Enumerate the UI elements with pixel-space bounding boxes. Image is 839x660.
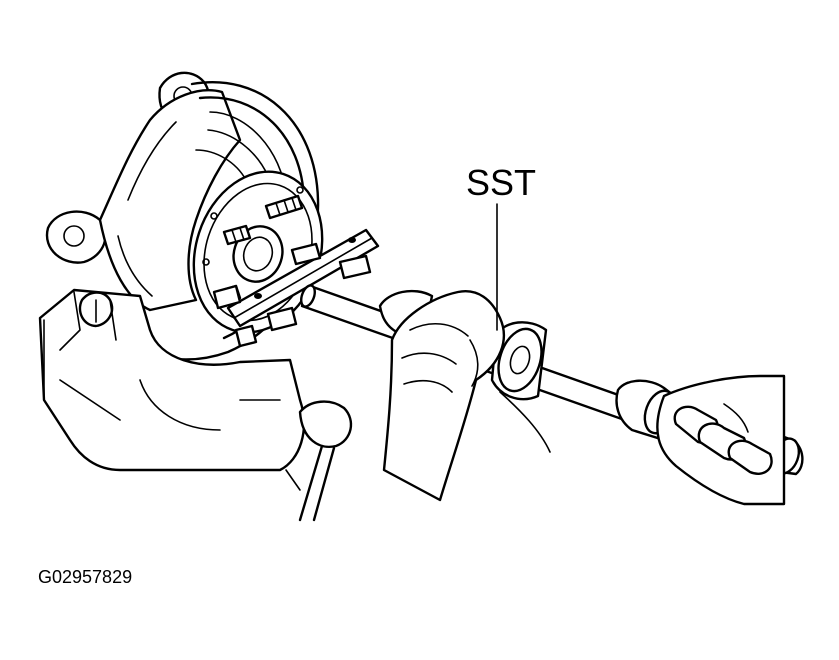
- sst-callout: SST: [466, 162, 536, 331]
- right-hand-icon: [656, 374, 786, 506]
- sst-label: SST: [466, 162, 536, 203]
- figure-code: G02957829: [38, 567, 132, 587]
- knuckle-lower-block-icon: [38, 288, 353, 522]
- left-hand-icon: [382, 290, 551, 502]
- puller-crossbar-icon: [212, 228, 380, 348]
